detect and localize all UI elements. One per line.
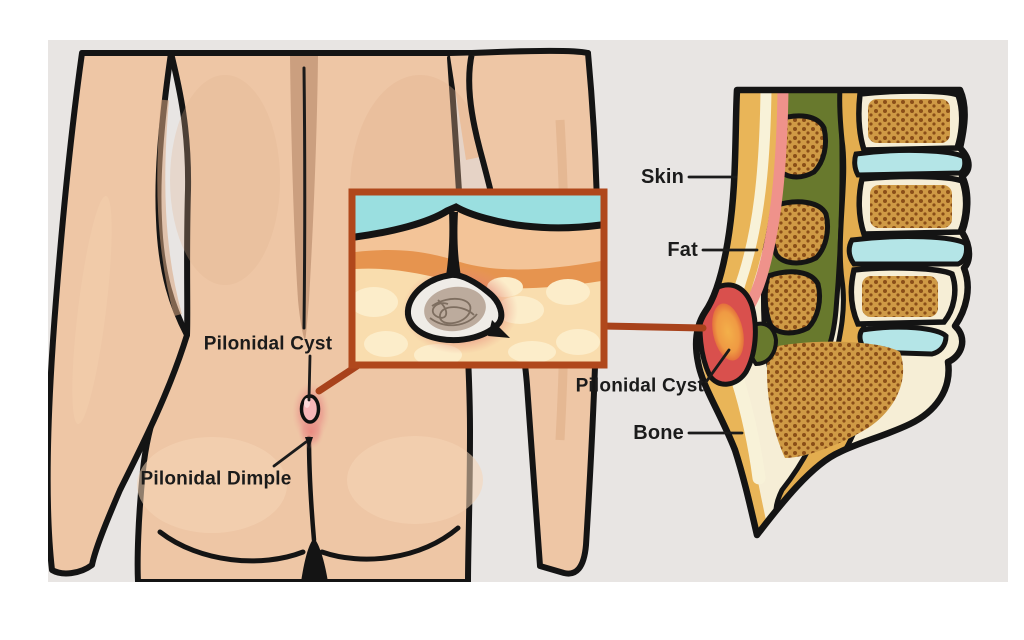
left-arm-shadow <box>157 99 182 317</box>
back-shading-left <box>170 75 280 285</box>
inset-sinus-tract <box>446 212 461 276</box>
label-skin: Skin <box>640 166 684 188</box>
inset-skin-surface-line <box>355 203 601 241</box>
connector-inset-to-section <box>598 322 707 332</box>
vertebra-3-marrow <box>862 276 938 317</box>
buttock-crease-left <box>157 529 306 564</box>
pilonidal-dimple-mark <box>305 437 313 449</box>
label-pilonidal-cyst-body: Pilonidal Cyst <box>203 333 333 355</box>
inset-border <box>348 188 608 369</box>
pink-layer <box>742 90 789 314</box>
cyst-inflammation-lower <box>298 415 324 449</box>
vertebra-1-marrow <box>868 99 950 143</box>
spinous-process-3 <box>762 269 823 336</box>
label-pilonidal-dimple: Pilonidal Dimple <box>140 468 292 490</box>
inset-cyst-tail <box>488 320 510 338</box>
section-cyst-core <box>712 303 744 361</box>
sagittal-section <box>692 86 973 539</box>
connector-body-to-inset <box>315 362 361 395</box>
buttock-crease-right <box>319 525 461 562</box>
spine-crease-line <box>302 66 307 330</box>
natal-cleft-wedge <box>301 538 328 582</box>
label-bone: Bone <box>633 422 684 444</box>
disc-1 <box>852 147 968 178</box>
section-outline <box>692 86 973 539</box>
vertebra-2-marrow <box>870 185 952 228</box>
inset-cross-section <box>348 188 608 369</box>
label-pilonidal-cyst-section: Pilonidal Cyst <box>575 375 704 397</box>
section-layers <box>697 90 969 535</box>
leader-lines <box>272 175 759 468</box>
leader-body-cyst <box>307 354 312 402</box>
buttock-highlight-left <box>137 437 287 533</box>
leader-section-cyst <box>704 348 731 384</box>
inset-hair-strands <box>429 297 478 327</box>
sacrum-marrow <box>766 341 904 458</box>
disc-2 <box>846 234 969 267</box>
buttock-highlight-right <box>347 436 483 524</box>
label-fat: Fat <box>667 239 698 261</box>
left-arm-highlight <box>72 195 112 425</box>
leader-body-dimple <box>272 440 308 468</box>
